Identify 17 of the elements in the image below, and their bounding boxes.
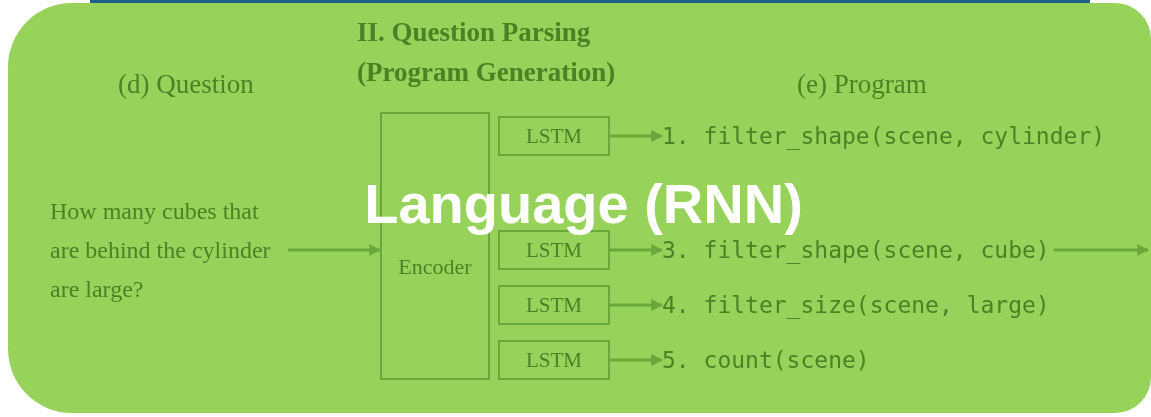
rounded-panel (8, 3, 1151, 413)
arrow (610, 299, 664, 311)
arrow (288, 244, 382, 256)
lstm-box: LSTM (498, 340, 610, 380)
arrow (610, 354, 664, 366)
arrow (1053, 244, 1150, 256)
arrow (610, 244, 664, 256)
section-heading: II. Question Parsing (Program Generation) (357, 16, 617, 89)
arrow (610, 130, 664, 142)
program-line: 1. filter_shape(scene, cylinder) (662, 116, 1106, 156)
program-line: 4. filter_size(scene, large) (662, 285, 1050, 325)
question-text: How many cubes that are behind the cylinder are large? (50, 192, 288, 312)
panel-caption: (e) Program (797, 68, 928, 100)
lstm-box: LSTM (498, 116, 610, 156)
lstm-box: LSTM (498, 285, 610, 325)
program-line: 5. count(scene) (662, 340, 870, 380)
panel-caption: (d) Question (118, 68, 255, 100)
